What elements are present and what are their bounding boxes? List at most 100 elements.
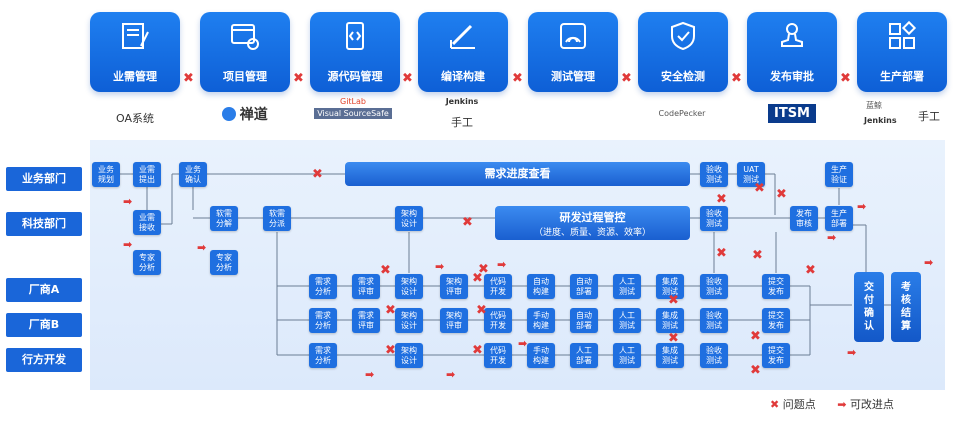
problem-icon: ✖ bbox=[478, 262, 489, 277]
stamp-icon bbox=[781, 23, 803, 47]
stage-source-mgmt[interactable]: 源代码管理 bbox=[310, 12, 400, 92]
document-pen-icon bbox=[122, 23, 149, 49]
tool-itsm-label: ITSM bbox=[767, 104, 816, 123]
problem-icon: ✖ bbox=[385, 343, 396, 358]
node-deliver-confirm[interactable]: 交 付 确 认 bbox=[854, 272, 884, 342]
tool-itsm: ITSM bbox=[742, 104, 842, 123]
improve-arrow-icon: ➡ bbox=[123, 195, 133, 208]
node-a-auto-deploy[interactable]: 自动 部署 bbox=[570, 274, 598, 299]
improve-arrow-icon: ➡ bbox=[435, 260, 445, 273]
node-a-req-review[interactable]: 需求 评审 bbox=[352, 274, 380, 299]
problem-icon: ✖ bbox=[752, 248, 763, 263]
role-tech: 科技部门 bbox=[6, 212, 82, 236]
node-soft-dispatch[interactable]: 软需 分派 bbox=[263, 206, 291, 231]
problem-icon: ✖ bbox=[668, 293, 679, 308]
rd-control-bar[interactable]: 研发过程管控 （进度、质量、资源、效率） bbox=[495, 206, 690, 240]
stage-build[interactable]: 编译构建 bbox=[418, 12, 508, 92]
stage-project-mgmt[interactable]: 项目管理 bbox=[200, 12, 290, 92]
node-b-integ-test[interactable]: 集成 测试 bbox=[656, 308, 684, 333]
problem-icon: ✖ bbox=[621, 71, 632, 86]
problem-icon: ✖ bbox=[462, 215, 473, 230]
tool-codepecker: CodePecker bbox=[632, 106, 732, 119]
node-biz-plan[interactable]: 业务 规划 bbox=[92, 162, 120, 187]
node-c-manual-test[interactable]: 人工 测试 bbox=[613, 343, 641, 368]
stage-requirement-mgmt[interactable]: 业需管理 bbox=[90, 12, 180, 92]
node-expert-2[interactable]: 专家 分析 bbox=[210, 250, 238, 275]
node-release-review[interactable]: 发布 审核 bbox=[790, 206, 818, 231]
stage-test-mgmt[interactable]: 测试管理 bbox=[528, 12, 618, 92]
node-prod-verify[interactable]: 生产 验证 bbox=[825, 162, 853, 187]
node-a-auto-build[interactable]: 自动 构建 bbox=[527, 274, 555, 299]
problem-icon: ✖ bbox=[776, 187, 787, 202]
node-c-code-dev[interactable]: 代码 开发 bbox=[484, 343, 512, 368]
node-a-code-dev[interactable]: 代码 开发 bbox=[484, 274, 512, 299]
node-c-manual-build[interactable]: 手动 构建 bbox=[527, 343, 555, 368]
tool-zentao-label: 禅道 bbox=[239, 107, 268, 123]
node-b-submit-release[interactable]: 提交 发布 bbox=[762, 308, 790, 333]
problem-icon: ✖ bbox=[716, 192, 727, 207]
node-c-manual-deploy[interactable]: 人工 部署 bbox=[570, 343, 598, 368]
node-arch-top[interactable]: 架构 设计 bbox=[395, 206, 423, 231]
improve-arrow-icon: ➡ bbox=[518, 337, 528, 350]
node-accept-top-1[interactable]: 验收 测试 bbox=[700, 162, 728, 187]
role-business: 业务部门 bbox=[6, 167, 82, 191]
node-b-manual-build[interactable]: 手动 构建 bbox=[527, 308, 555, 333]
problem-icon: ✖ bbox=[716, 246, 727, 261]
node-c-req-analysis[interactable]: 需求 分析 bbox=[309, 343, 337, 368]
stage-prod-deploy[interactable]: 生产部署 bbox=[857, 12, 947, 92]
improve-arrow-icon: ➡ bbox=[497, 258, 507, 271]
node-c-arch-design[interactable]: 架构 设计 bbox=[395, 343, 423, 368]
stage-label: 生产部署 bbox=[880, 70, 924, 83]
node-biz-submit[interactable]: 业需 提出 bbox=[133, 162, 161, 187]
node-b-accept-test[interactable]: 验收 测试 bbox=[700, 308, 728, 333]
node-b-auto-deploy[interactable]: 自动 部署 bbox=[570, 308, 598, 333]
improve-arrow-icon: ➡ bbox=[446, 368, 456, 381]
rd-control-sub-label: （进度、质量、资源、效率） bbox=[533, 228, 651, 238]
stage-security[interactable]: 安全检测 bbox=[638, 12, 728, 92]
problem-icon: ✖ bbox=[476, 303, 487, 318]
node-assess-settle[interactable]: 考 核 结 算 bbox=[891, 272, 921, 342]
demand-progress-bar[interactable]: 需求进度查看 bbox=[345, 162, 690, 186]
node-soft-decomp[interactable]: 软需 分解 bbox=[210, 206, 238, 231]
node-a-integ-test[interactable]: 集成 测试 bbox=[656, 274, 684, 299]
node-c-accept-test[interactable]: 验收 测试 bbox=[700, 343, 728, 368]
node-uat[interactable]: UAT 测试 bbox=[737, 162, 765, 187]
node-a-submit-release[interactable]: 提交 发布 bbox=[762, 274, 790, 299]
stage-release-approval[interactable]: 发布审批 bbox=[747, 12, 837, 92]
problem-icon: ✖ bbox=[770, 398, 780, 411]
zentao-logo-icon bbox=[222, 107, 237, 121]
node-a-manual-test[interactable]: 人工 测试 bbox=[613, 274, 641, 299]
node-b-code-dev[interactable]: 代码 开发 bbox=[484, 308, 512, 333]
node-b-arch-design[interactable]: 架构 设计 bbox=[395, 308, 423, 333]
problem-icon: ✖ bbox=[312, 167, 323, 182]
node-prod-deploy[interactable]: 生产 部署 bbox=[825, 206, 853, 231]
problem-icon: ✖ bbox=[754, 181, 765, 196]
node-a-req-analysis[interactable]: 需求 分析 bbox=[309, 274, 337, 299]
stage-label: 业需管理 bbox=[113, 70, 157, 83]
improve-arrow-icon: ➡ bbox=[123, 238, 133, 251]
tool-deploy: 蓝鲸 Jenkins 手工 bbox=[852, 100, 952, 130]
problem-icon: ✖ bbox=[380, 263, 391, 278]
improve-arrow-icon: ➡ bbox=[837, 398, 847, 411]
node-accept-top-2[interactable]: 验收 测试 bbox=[700, 206, 728, 231]
node-expert-1[interactable]: 专家 分析 bbox=[133, 250, 161, 275]
node-biz-confirm[interactable]: 业务 确认 bbox=[179, 162, 207, 187]
node-a-arch-design[interactable]: 架构 设计 bbox=[395, 274, 423, 299]
role-bank-dev: 行方开发 bbox=[6, 348, 82, 372]
node-c-integ-test[interactable]: 集成 测试 bbox=[656, 343, 684, 368]
problem-icon: ✖ bbox=[840, 71, 851, 86]
node-biz-receive[interactable]: 业需 接收 bbox=[133, 210, 161, 235]
improve-arrow-icon: ➡ bbox=[857, 200, 867, 213]
legend-problem-label: 问题点 bbox=[782, 398, 816, 411]
node-b-req-review[interactable]: 需求 评审 bbox=[352, 308, 380, 333]
node-b-manual-test[interactable]: 人工 测试 bbox=[613, 308, 641, 333]
node-a-accept-test[interactable]: 验收 测试 bbox=[700, 274, 728, 299]
problem-icon: ✖ bbox=[402, 71, 413, 86]
rd-control-label: 研发过程管控 bbox=[559, 211, 626, 224]
node-b-req-analysis[interactable]: 需求 分析 bbox=[309, 308, 337, 333]
node-c-submit-release[interactable]: 提交 发布 bbox=[762, 343, 790, 368]
node-b-arch-review[interactable]: 架构 评审 bbox=[440, 308, 468, 333]
node-a-arch-review[interactable]: 架构 评审 bbox=[440, 274, 468, 299]
stage-label: 编译构建 bbox=[441, 70, 485, 83]
